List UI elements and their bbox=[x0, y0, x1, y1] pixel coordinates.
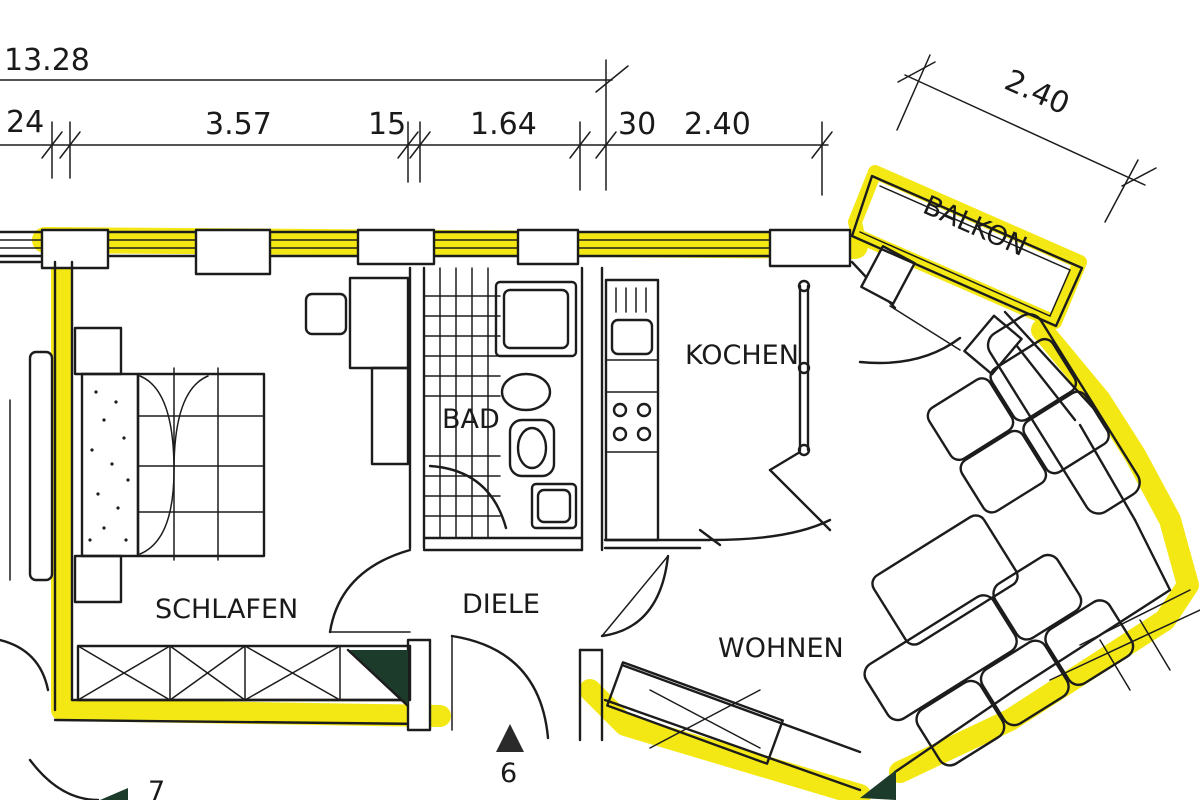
room-label-bad: BAD bbox=[442, 404, 500, 435]
left-edge-walls bbox=[0, 260, 42, 581]
top-wall bbox=[0, 228, 852, 276]
dimension-balcony: 2.40 bbox=[999, 63, 1074, 122]
balcony bbox=[850, 174, 1084, 328]
dimension-d5: 30 bbox=[618, 107, 656, 142]
dimension-d1: 24 bbox=[6, 105, 44, 140]
room-label-balkon: BALKON bbox=[918, 190, 1031, 263]
doors bbox=[0, 548, 670, 800]
room-label-kochen: KOCHEN bbox=[685, 340, 799, 371]
dimension-d4: 1.64 bbox=[470, 107, 537, 142]
dimension-total: 13.28 bbox=[4, 43, 90, 78]
stair-markers bbox=[100, 724, 524, 800]
room-label-schlafen: SCHLAFEN bbox=[155, 594, 298, 625]
living-furniture bbox=[606, 305, 1200, 800]
bathroom-fixtures bbox=[423, 267, 578, 539]
stair-number-7: 7 bbox=[148, 776, 165, 800]
room-label-wohnen: WOHNEN bbox=[718, 633, 844, 664]
kitchen-fixtures bbox=[604, 278, 832, 547]
bedroom-furniture bbox=[28, 276, 412, 708]
room-label-diele: DIELE bbox=[462, 589, 540, 620]
dimension-d2: 3.57 bbox=[205, 107, 272, 142]
dimension-d3: 15 bbox=[368, 107, 406, 142]
stair-number-6: 6 bbox=[500, 758, 517, 789]
dimension-lines bbox=[0, 54, 1157, 223]
interior-walls bbox=[53, 245, 1172, 792]
dimension-d6: 2.40 bbox=[684, 107, 751, 142]
